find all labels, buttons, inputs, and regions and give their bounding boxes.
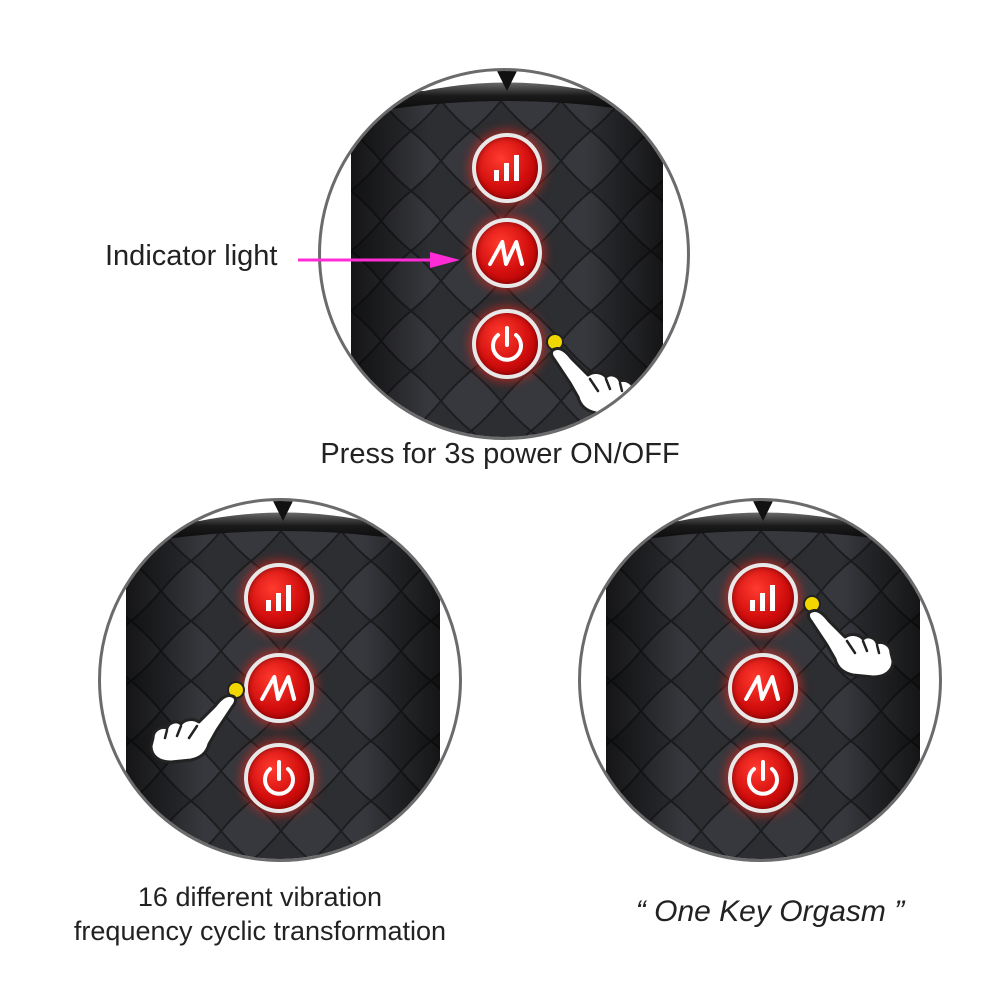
one-key-caption: “ One Key Orgasm ”: [635, 895, 905, 928]
vibration-caption: 16 different vibration frequency cyclic …: [30, 880, 490, 948]
one-key-panel: [578, 498, 942, 862]
power-icon: [248, 747, 310, 809]
wave-icon: [248, 657, 310, 719]
wave-icon: [732, 657, 794, 719]
bars-icon: [732, 567, 794, 629]
power-panel: [318, 68, 690, 440]
mode-button[interactable]: [244, 653, 314, 723]
power-button[interactable]: [244, 743, 314, 813]
power-caption: Press for 3s power ON/OFF: [320, 438, 680, 470]
intensity-button[interactable]: [728, 563, 798, 633]
vibration-caption-line1: 16 different vibration: [137, 882, 383, 912]
intensity-button[interactable]: [472, 133, 542, 203]
mode-button[interactable]: [472, 218, 542, 288]
indicator-arrow-icon: [298, 252, 460, 268]
pointing-hand-icon: [149, 681, 245, 764]
power-button[interactable]: [472, 309, 542, 379]
power-button[interactable]: [728, 743, 798, 813]
bars-icon: [248, 567, 310, 629]
vibration-panel: [98, 498, 462, 862]
power-icon: [476, 313, 538, 375]
bars-icon: [476, 137, 538, 199]
wave-icon: [476, 222, 538, 284]
vibration-caption-line2: frequency cyclic transformation: [73, 916, 447, 946]
pointing-hand-icon: [803, 595, 895, 679]
indicator-light-label: Indicator light: [105, 240, 278, 272]
power-icon: [732, 747, 794, 809]
pointing-hand-icon: [546, 333, 638, 417]
mode-button[interactable]: [728, 653, 798, 723]
intensity-button[interactable]: [244, 563, 314, 633]
